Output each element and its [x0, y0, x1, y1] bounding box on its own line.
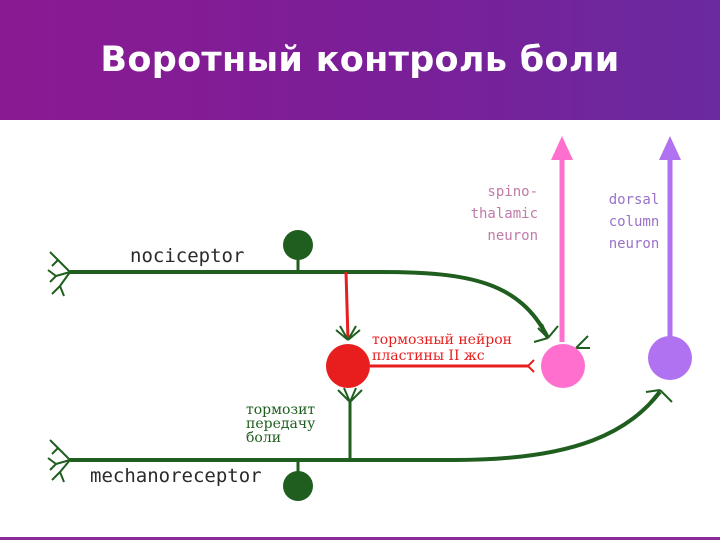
- inhibits-label-line1: тормозит: [246, 402, 315, 418]
- spinothalamic-label-line3: neuron: [487, 228, 538, 244]
- spinothalamic-dendrite-icon: [533, 323, 590, 349]
- mechanoreceptor-axon: [70, 390, 662, 462]
- mechanoreceptor-label: mechanoreceptor: [90, 465, 262, 487]
- nociceptor-dendrite-icon: [47, 251, 71, 297]
- inhibits-pain-label: тормозит передачу боли: [246, 402, 316, 446]
- nociceptor-axon: [70, 270, 550, 339]
- mechanoreceptor-neuron: mechanoreceptor: [47, 387, 662, 501]
- inhibitory-interneuron: тормозный нейрон пластины II жс: [326, 271, 535, 388]
- nociceptor-label: nociceptor: [130, 245, 244, 267]
- inhibitory-cell-body: [326, 344, 370, 388]
- title-bar: Воротный контроль боли: [0, 0, 720, 120]
- mechanoreceptor-cell-body: [283, 471, 313, 501]
- dorsal-column-label-line1: dorsal: [609, 192, 660, 208]
- spinothalamic-neuron: spino- thalamic neuron: [471, 136, 590, 388]
- dorsal-column-cell-body: [648, 336, 692, 380]
- inhibits-label-line3: боли: [246, 430, 281, 446]
- mechanoreceptor-dendrite-icon: [47, 439, 71, 483]
- dorsal-column-arrow-icon: [659, 136, 681, 160]
- nociceptor-neuron: nociceptor: [47, 230, 550, 339]
- nociceptor-collateral-synapse-icon: [335, 325, 361, 341]
- spinothalamic-cell-body: [541, 344, 585, 388]
- mechanoreceptor-synapse-icon: [337, 387, 363, 403]
- inhibitory-terminal-icon: [527, 359, 535, 373]
- inhibitory-label-line1: тормозный нейрон: [372, 332, 512, 348]
- spinothalamic-arrow-icon: [551, 136, 573, 160]
- slide-title: Воротный контроль боли: [100, 40, 620, 80]
- spinothalamic-label-line2: thalamic: [471, 206, 538, 222]
- nociceptor-cell-body: [283, 230, 313, 260]
- gate-control-diagram: nociceptor mechanoreceptor тормозный ней…: [47, 136, 692, 501]
- dorsal-column-dendrite-icon: [645, 389, 673, 403]
- spinothalamic-label-line1: spino-: [487, 184, 538, 200]
- dorsal-column-neuron: dorsal column neuron: [609, 136, 692, 403]
- inhibitory-label-line2: пластины II жс: [372, 348, 485, 364]
- bottom-border: [0, 537, 720, 540]
- dorsal-column-label-line3: neuron: [609, 236, 660, 252]
- nociceptor-collateral: [344, 271, 350, 341]
- inhibits-label-line2: передачу: [246, 416, 316, 432]
- dorsal-column-label-line2: column: [609, 214, 660, 230]
